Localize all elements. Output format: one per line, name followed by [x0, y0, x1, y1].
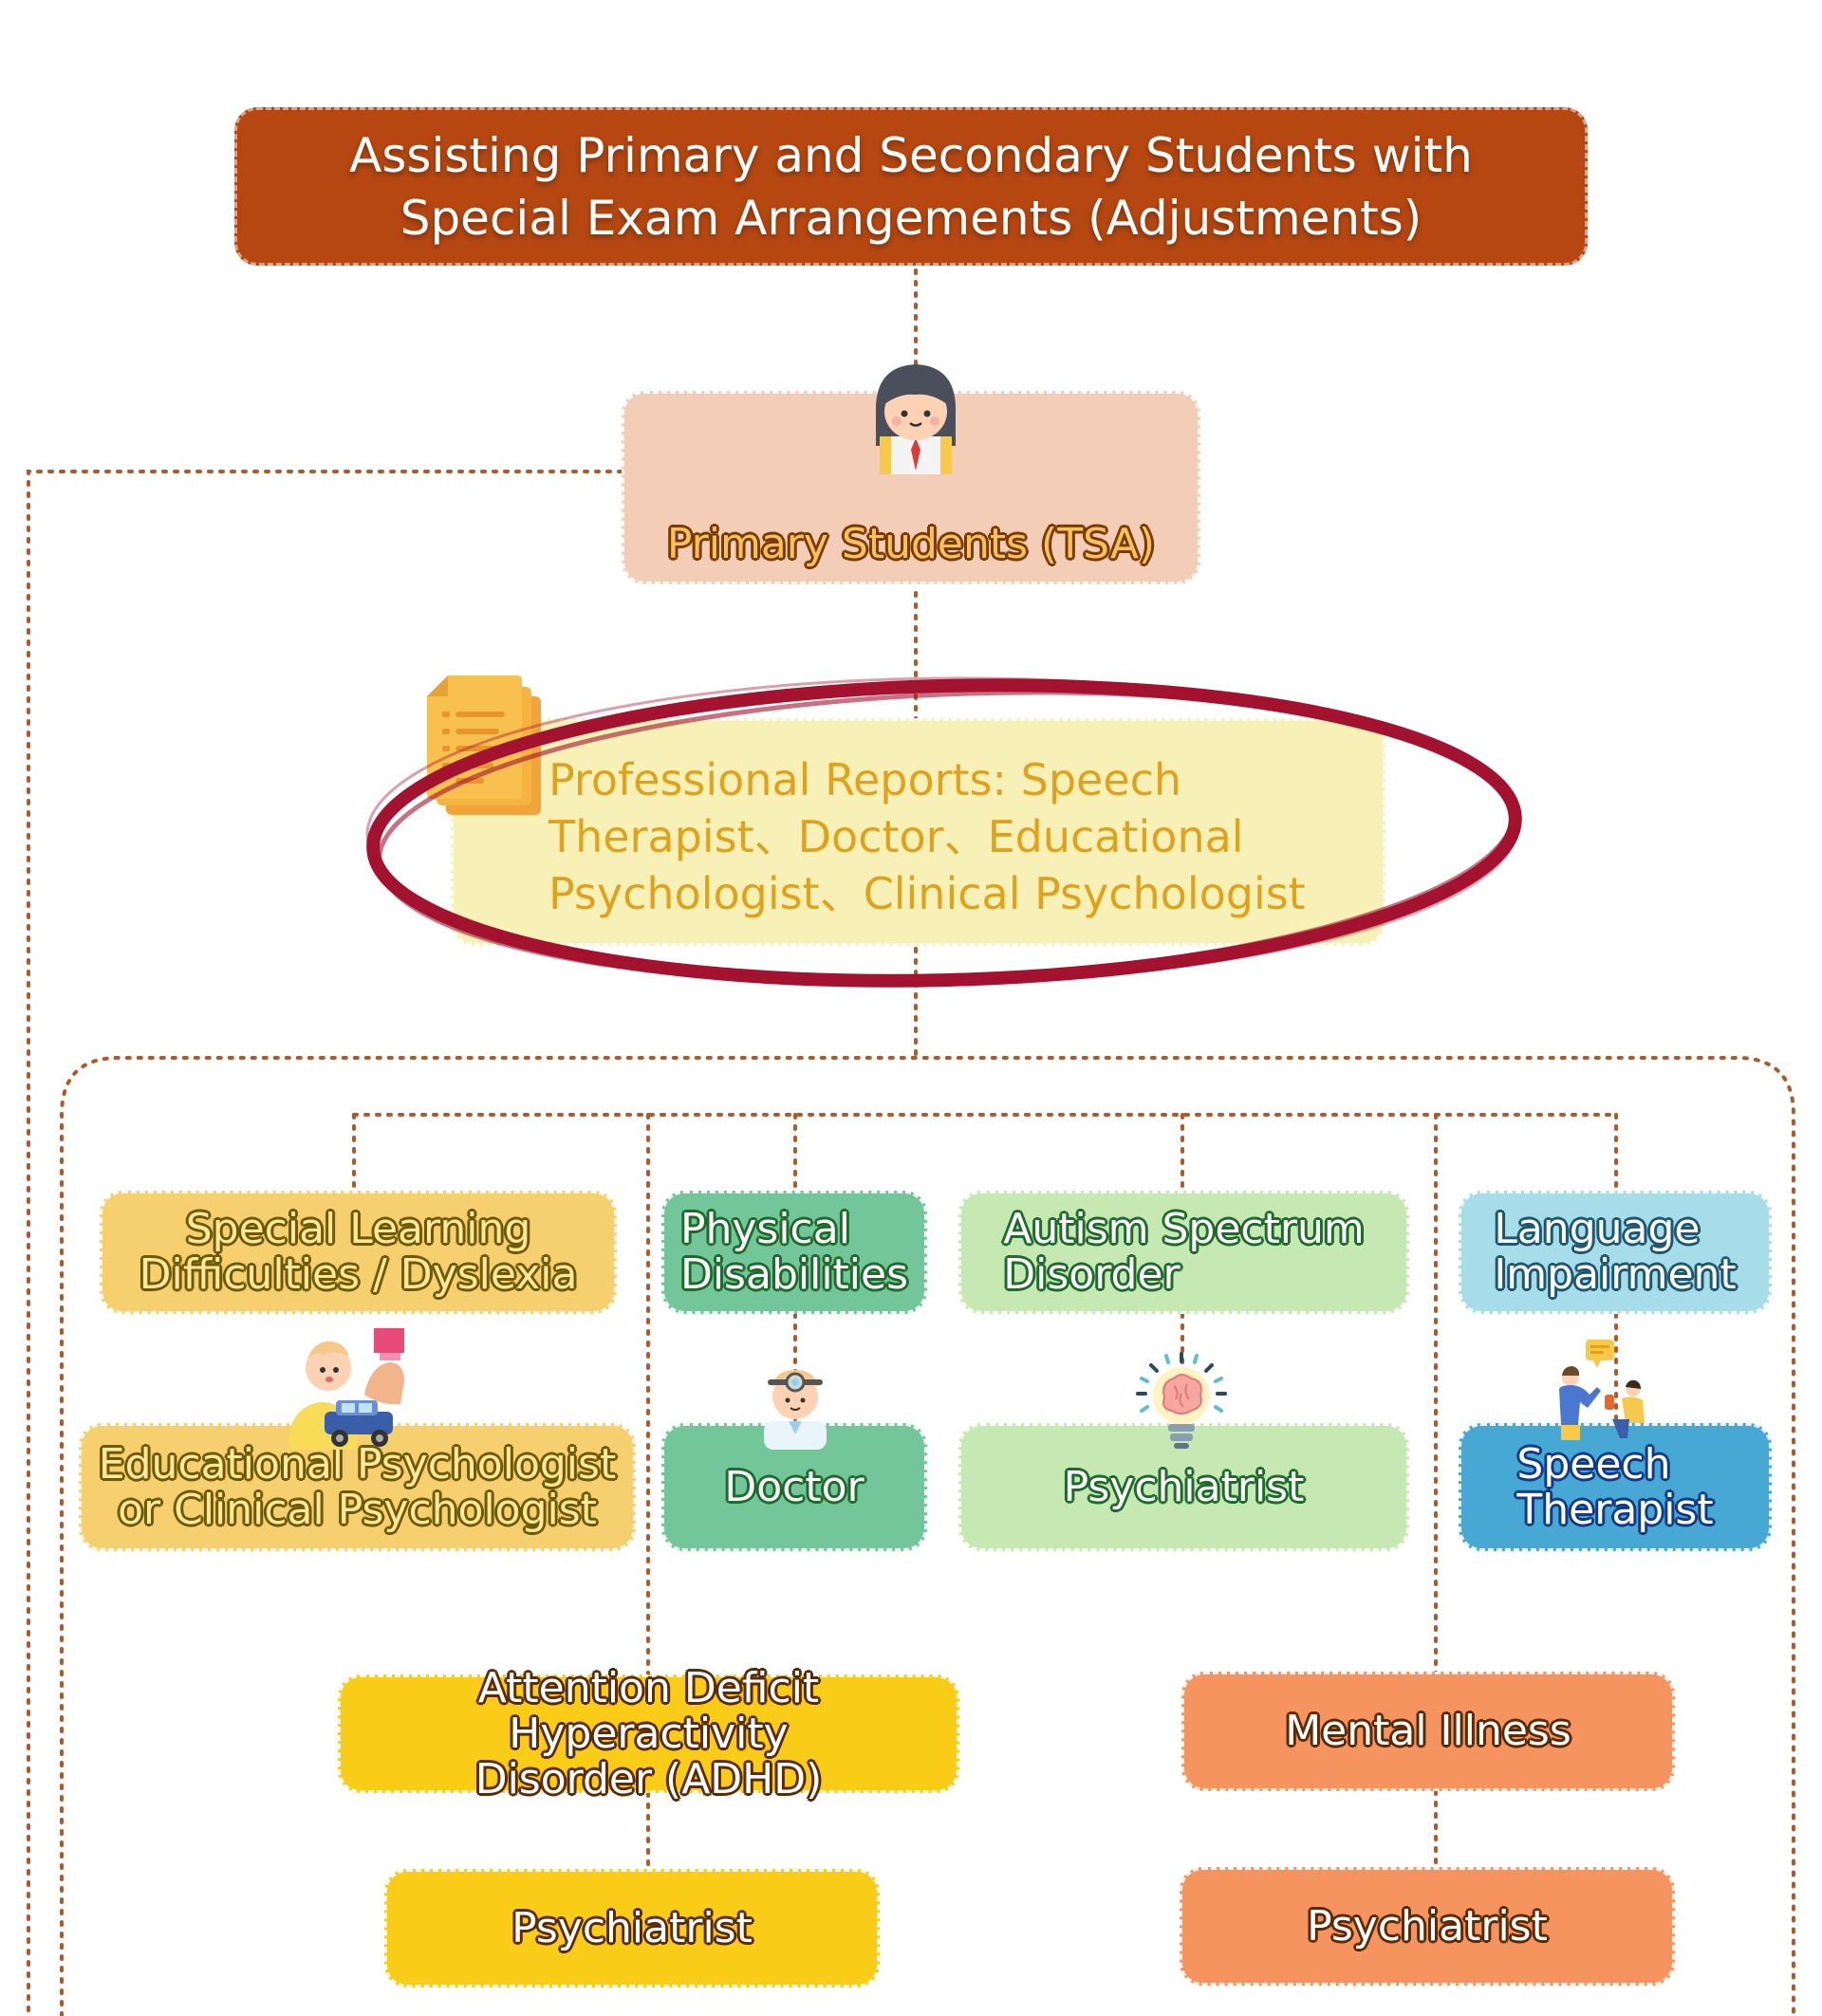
reports-line-3: Psychologist、Clinical Psychologist	[548, 868, 1306, 919]
speech-therapy-icon	[1559, 1340, 1645, 1440]
category-language-box: Language Impairment	[1459, 1191, 1772, 1314]
doctor-icon	[764, 1370, 827, 1450]
title-line-1: Assisting Primary and Secondary Students…	[349, 127, 1473, 183]
sld-line-2: Difficulties / Dyslexia	[139, 1250, 578, 1299]
physical-line-2: Disabilities	[679, 1250, 909, 1299]
sld-line-1: Special Learning	[185, 1205, 531, 1253]
professional-reports-box	[451, 718, 1385, 946]
adhd-line-2: Disorder (ADHD)	[474, 1754, 823, 1803]
category-autism-box: Autism Spectrum Disorder	[958, 1191, 1409, 1314]
autism-line-1: Autism Spectrum	[1003, 1205, 1365, 1253]
student-icon	[875, 364, 957, 474]
professional-psychologist-box: Educational Psychologist or Clinical Psy…	[79, 1423, 636, 1551]
category-adhd-box: Attention Deficit Hyperactivity Disorder…	[338, 1665, 959, 1802]
highlight-ellipse	[365, 676, 1522, 988]
reports-line-1: Professional Reports: Speech	[548, 754, 1182, 805]
psychiatrist-adhd-label: Psychiatrist	[511, 1903, 753, 1952]
adhd-line-1: Attention Deficit Hyperactivity	[477, 1663, 820, 1758]
speech-therapist-line-2: Therapist	[1516, 1485, 1714, 1534]
autism-line-2: Disorder	[1003, 1250, 1181, 1299]
child-toy-icon	[288, 1328, 404, 1450]
psychologist-line-2: or Clinical Psychologist	[118, 1485, 597, 1534]
category-physical-box: Physical Disabilities	[661, 1191, 927, 1314]
brain-bulb-icon	[1136, 1352, 1227, 1449]
speech-therapist-line-1: Speech	[1516, 1439, 1671, 1489]
doctor-label: Doctor	[724, 1462, 865, 1511]
primary-students-label: Primary Students (TSA)	[666, 520, 1156, 568]
professional-reports-text: Professional Reports: Speech Therapist、D…	[548, 751, 1374, 922]
mental-illness-label: Mental Illness	[1285, 1707, 1571, 1755]
connector-left-border	[27, 470, 623, 2016]
language-line-2: Impairment	[1494, 1250, 1737, 1299]
category-sld-box: Special Learning Difficulties / Dyslexia	[100, 1191, 617, 1314]
physical-line-1: Physical	[679, 1205, 850, 1253]
diagram-title: Assisting Primary and Secondary Students…	[234, 107, 1588, 266]
psychiatrist-autism-label: Psychiatrist	[1063, 1462, 1305, 1511]
professional-psychiatrist-adhd-box: Psychiatrist	[384, 1869, 880, 1988]
title-line-2: Special Exam Arrangements (Adjustments)	[400, 190, 1422, 246]
psychologist-line-1: Educational Psychologist	[98, 1439, 617, 1489]
category-mental-illness-box: Mental Illness	[1181, 1672, 1675, 1791]
connector-group-frame	[60, 1056, 1795, 2016]
reports-line-2: Therapist、Doctor、Educational	[548, 811, 1244, 862]
primary-students-box: Primary Students (TSA)	[622, 391, 1200, 584]
professional-psychiatrist-mental-box: Psychiatrist	[1180, 1867, 1675, 1986]
psychiatrist-mental-label: Psychiatrist	[1307, 1901, 1548, 1951]
language-line-1: Language	[1494, 1205, 1701, 1253]
